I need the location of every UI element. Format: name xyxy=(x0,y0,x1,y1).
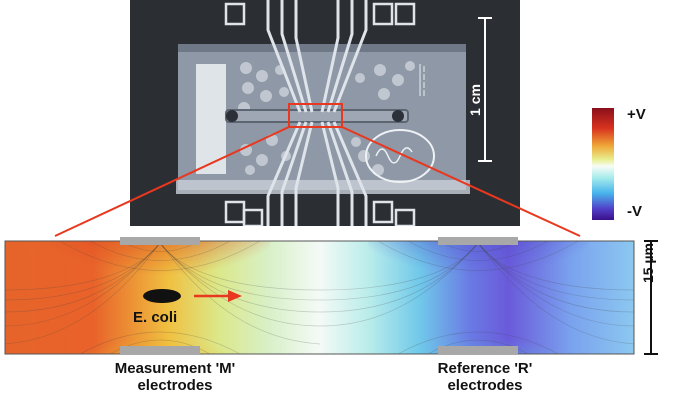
reference-label-line1: Reference 'R' xyxy=(437,360,533,377)
field-panel xyxy=(5,241,634,354)
callout-line-left xyxy=(54,126,290,237)
height-scale-label: 15 µm xyxy=(640,243,656,283)
field-panel-border xyxy=(4,240,635,355)
electrode-leads xyxy=(266,0,368,226)
reference-label-line2: electrodes xyxy=(447,377,523,395)
measurement-electrode-top xyxy=(120,237,200,245)
colorbar-max-label: +V xyxy=(627,106,646,123)
handwriting-mark xyxy=(365,129,435,183)
measurement-electrode-bottom xyxy=(120,346,200,354)
scale-bar-label: 1 cm xyxy=(467,84,483,116)
ruler-marks xyxy=(419,64,425,96)
zoom-highlight-box xyxy=(288,103,343,128)
height-scale-bar xyxy=(644,240,658,355)
ecoli-label: E. coli xyxy=(133,309,178,326)
callout-line-right xyxy=(341,126,581,237)
measurement-label-line1: Measurement 'M' xyxy=(114,360,236,377)
scale-bar-1cm xyxy=(478,17,492,162)
colorbar-min-label: -V xyxy=(627,203,642,220)
flow-arrow xyxy=(194,290,242,302)
measurement-label-line2: electrodes xyxy=(137,377,213,395)
colorbar xyxy=(592,108,614,220)
measurement-electrodes-label: Measurement 'M' electrodes xyxy=(75,360,275,395)
reference-electrode-bottom xyxy=(438,346,518,354)
ecoli-cell xyxy=(143,289,181,303)
chip-photo xyxy=(130,0,520,226)
reference-electrodes-label: Reference 'R' electrodes xyxy=(395,360,575,395)
reference-electrode-top xyxy=(438,237,518,245)
